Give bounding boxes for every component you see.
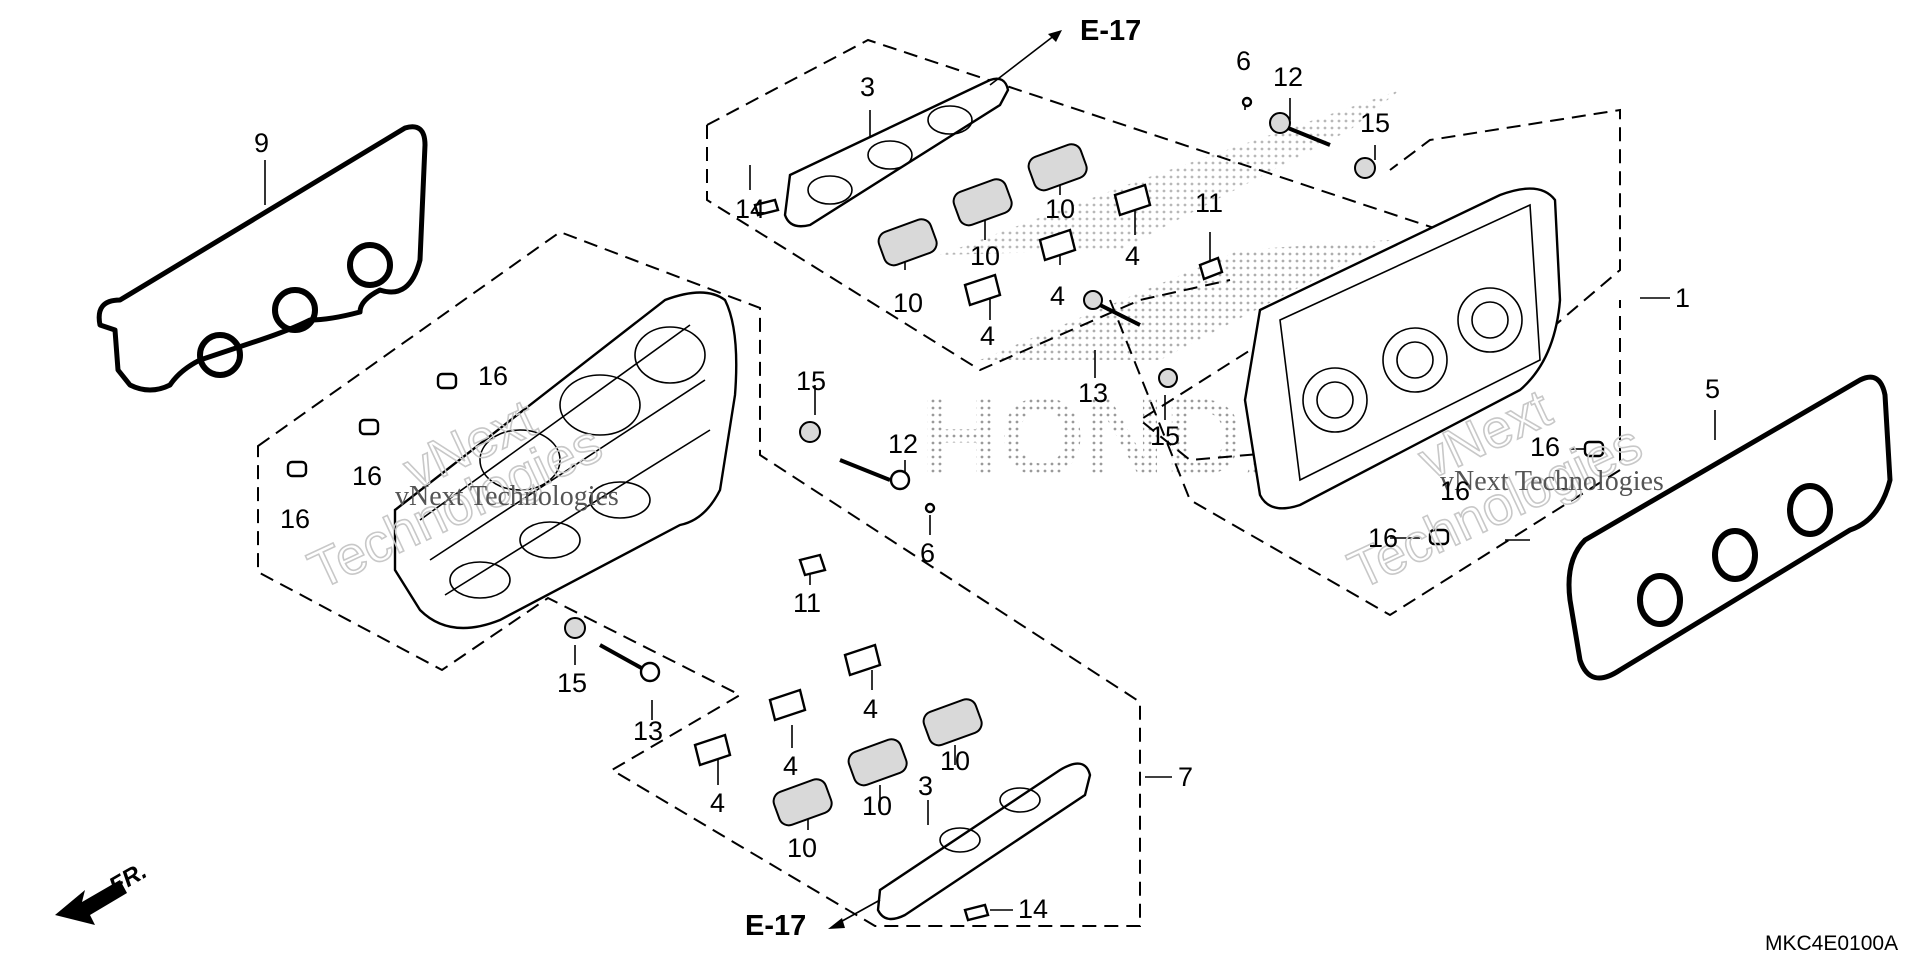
callout-10-e: 10: [862, 791, 892, 821]
callout-7: 7: [1178, 762, 1193, 792]
callout-16-d: 16: [1530, 432, 1560, 462]
bottom-seals-group: [693, 643, 983, 827]
fasteners: [286, 96, 1605, 922]
callout-4-a: 4: [1125, 241, 1140, 271]
callout-3-bottom: 3: [918, 771, 933, 801]
watermark-inline-left: vNext Technologies: [395, 481, 619, 512]
top-seals-group: [877, 143, 1152, 307]
callout-12-top: 12: [1273, 62, 1303, 92]
callout-4-e: 4: [783, 751, 798, 781]
coil-bracket-top: [783, 77, 1010, 228]
head-cover-gasket-left: [96, 124, 428, 393]
callout-3-top: 3: [860, 72, 875, 102]
callout-16-a: 16: [478, 361, 508, 391]
ref-top: E-17: [1080, 15, 1141, 47]
callout-10-c: 10: [893, 288, 923, 318]
callout-5: 5: [1705, 374, 1720, 404]
callout-10-a: 10: [1045, 194, 1075, 224]
callout-1: 1: [1675, 283, 1690, 313]
head-cover-left: [393, 291, 738, 630]
callout-13-top: 13: [1078, 378, 1108, 408]
callout-15-left: 15: [796, 366, 826, 396]
assembly-outlines: [257, 38, 1621, 927]
part-labels: 9 3 14 10 10 10 4 4 4 6 12 15 11 1 13 15…: [254, 46, 1720, 924]
callout-6-left: 6: [920, 538, 935, 568]
callout-15-low: 15: [557, 668, 587, 698]
callout-11-left: 11: [793, 588, 821, 618]
reference-links: E-17 E-17: [745, 15, 1141, 942]
callout-16-f: 16: [1368, 523, 1398, 553]
callout-14-bottom: 14: [1018, 894, 1048, 924]
callout-16-e: 16: [1440, 476, 1470, 506]
ref-bottom: E-17: [745, 910, 806, 942]
callout-15-top: 15: [1360, 108, 1390, 138]
callout-4-b: 4: [1050, 281, 1065, 311]
front-direction-arrow: FR.: [55, 857, 151, 925]
diagram-code: MKC4E0100A: [1765, 932, 1898, 955]
callout-15-mid: 15: [1150, 421, 1180, 451]
callout-10-d: 10: [940, 746, 970, 776]
coil-bracket-bottom: [876, 762, 1092, 921]
callout-6-top: 6: [1236, 46, 1251, 76]
callout-14-top: 14: [735, 194, 765, 224]
callout-10-b: 10: [970, 241, 1000, 271]
head-cover-gasket-right: [1566, 374, 1893, 681]
callout-16-b: 16: [352, 461, 382, 491]
watermark-inline-right: vNext Technologies: [1440, 466, 1664, 497]
callout-13-low: 13: [633, 716, 663, 746]
callout-11-top: 11: [1195, 188, 1223, 218]
callout-9: 9: [254, 128, 269, 158]
callout-4-d: 4: [863, 694, 878, 724]
callout-4-f: 4: [710, 788, 725, 818]
callout-12-left: 12: [888, 429, 918, 459]
callout-10-f: 10: [787, 833, 817, 863]
callout-16-c: 16: [280, 504, 310, 534]
head-cover-right: [1243, 187, 1562, 510]
callout-4-c: 4: [980, 321, 995, 351]
